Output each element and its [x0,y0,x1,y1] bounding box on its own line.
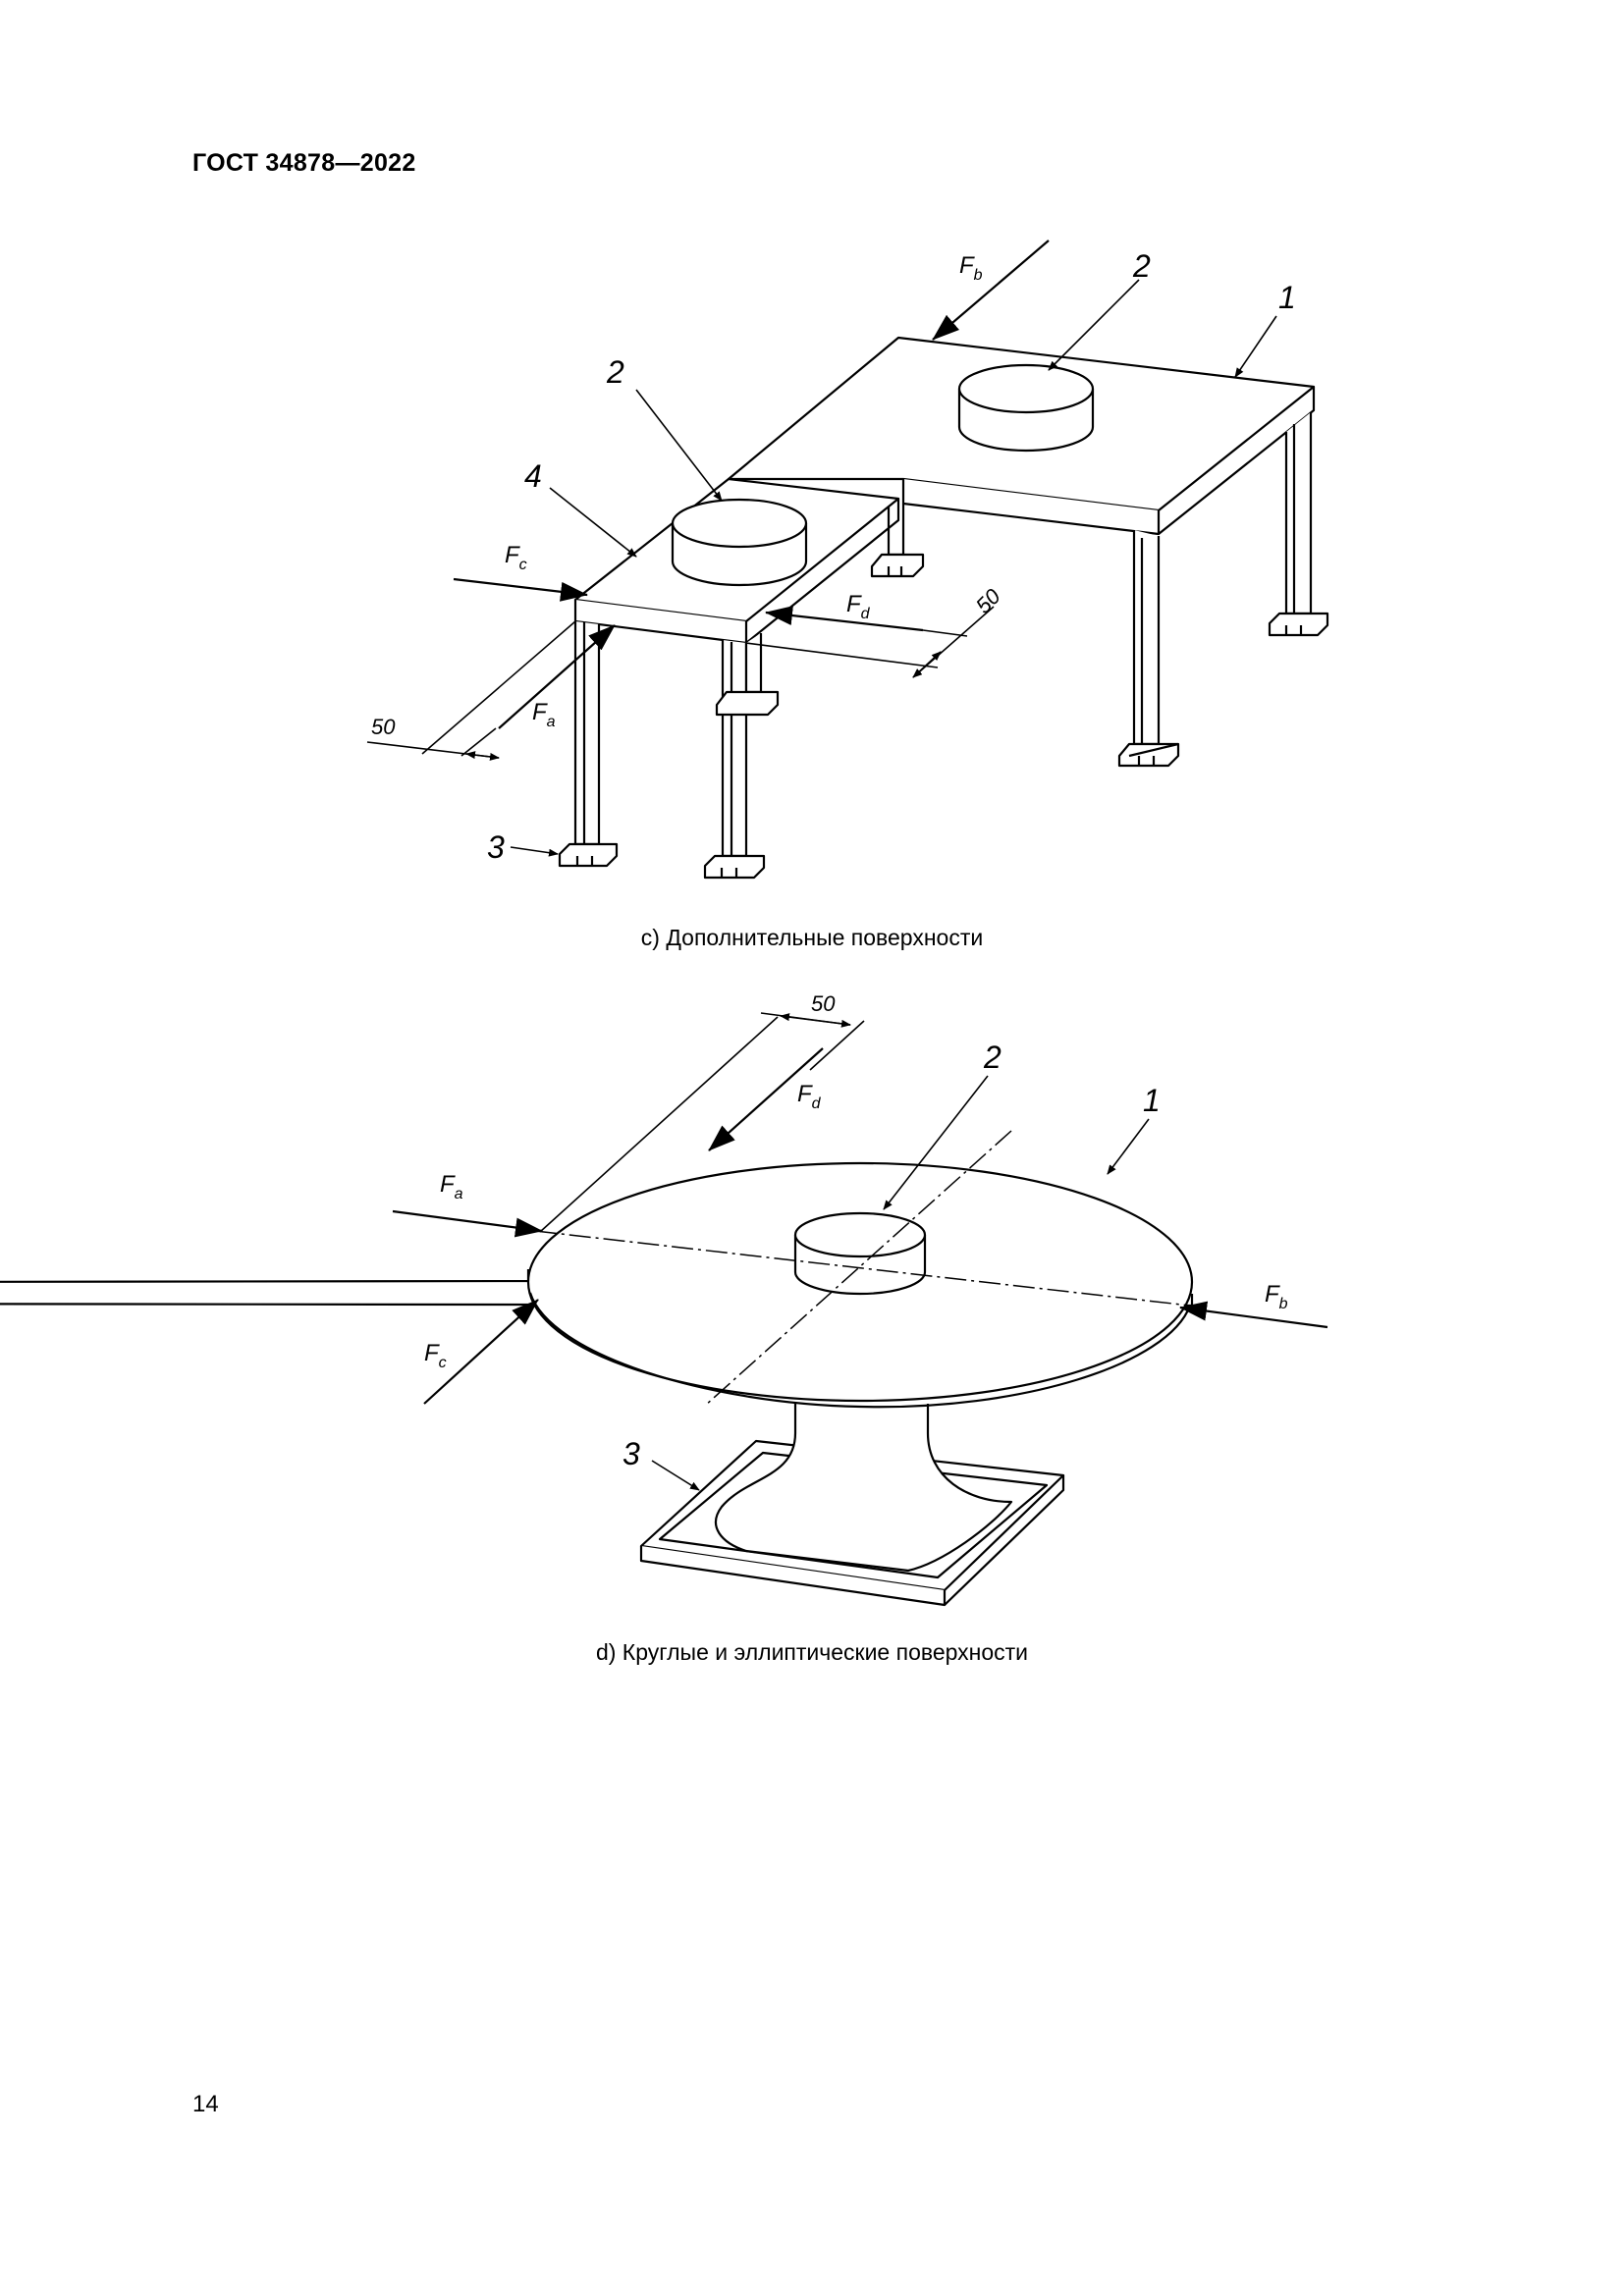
figure-d-caption: d) Круглые и эллиптические поверхности [595,1639,1029,1665]
dim-d-ext1 [539,1016,779,1233]
dim-label-left: 50 [371,715,396,739]
force-arrow-fc-d [423,1299,539,1405]
load-disc-d [793,1211,927,1296]
force-label-fd-d: Fd [797,1081,822,1112]
force-arrow-fb-d [1179,1301,1328,1329]
label-3-c: 3 [487,829,505,865]
force-label-fb-d: Fb [1265,1281,1288,1312]
dim-left-ext2 [460,727,497,757]
force-arrow-fb [932,240,1050,341]
leader-1-c [1234,315,1277,378]
label-1-d: 1 [1143,1083,1161,1118]
figure-c-caption: с) Дополнительные поверхности [640,925,984,950]
dim-right-ext1 [745,642,939,668]
force-arrow-fa [498,624,616,729]
force-arrow-fd-d [708,1047,824,1151]
label-2-d: 2 [983,1040,1001,1075]
force-label-fa: Fa [532,699,556,730]
main-leg-back-right [1284,412,1313,615]
leader-2-d [883,1075,989,1210]
leader-2-c-ext [635,389,723,502]
ext-foot-back-right [715,690,780,717]
label-3-d: 3 [623,1436,640,1471]
dim-label-right: 50 [971,583,1006,618]
leader-2-c-main [1048,279,1140,371]
main-foot-back-right [1268,612,1329,637]
force-label-fd: Fd [846,591,871,622]
force-label-fc: Fc [505,542,527,573]
ext-leg-front-right [721,640,748,858]
force-arrow-fa-d [392,1209,543,1238]
ext-foot-front-right [703,854,766,880]
force-label-fc-d: Fc [424,1340,447,1371]
ext-foot-front-left [558,842,619,868]
main-leg-back-left [887,504,905,557]
leader-3-c [510,846,559,857]
main-tabletop-front-edge [901,479,1161,536]
leader-1-d [1107,1118,1150,1175]
force-label-fa-d: Fa [440,1171,463,1202]
force-arrow-fd [765,606,924,632]
extension-front-edge [573,600,748,645]
ext-leg-front-left [573,621,601,846]
load-disc-main [957,363,1095,453]
label-2-c-ext: 2 [606,354,624,390]
label-1-c: 1 [1278,280,1296,315]
centerline-horizontal [534,1230,1191,1307]
leader-3-d [651,1460,700,1491]
main-foot-back-left [870,553,925,578]
page-number: 14 [192,2091,219,2117]
extension-right-edge [745,499,900,644]
main-leg-front-right [1132,530,1161,746]
dim-right-ext2 [922,629,968,637]
label-2-c-main: 2 [1132,248,1151,284]
force-label-fb: Fb [959,252,983,284]
dim-d-ext2 [809,1020,865,1071]
dim-label-d: 50 [811,991,836,1016]
label-4-c: 4 [524,458,542,494]
dim-left-ext1 [421,620,576,755]
load-disc-extension [671,498,808,587]
force-arrow-fc [453,577,588,602]
main-tabletop-right-edge [1158,387,1316,535]
ext-leg-back-right [744,633,763,694]
standard-header: ГОСТ 34878—2022 [192,149,416,177]
main-foot-front-right [1117,742,1180,768]
pedestal [715,1404,1013,1573]
leader-4-c [549,487,637,558]
